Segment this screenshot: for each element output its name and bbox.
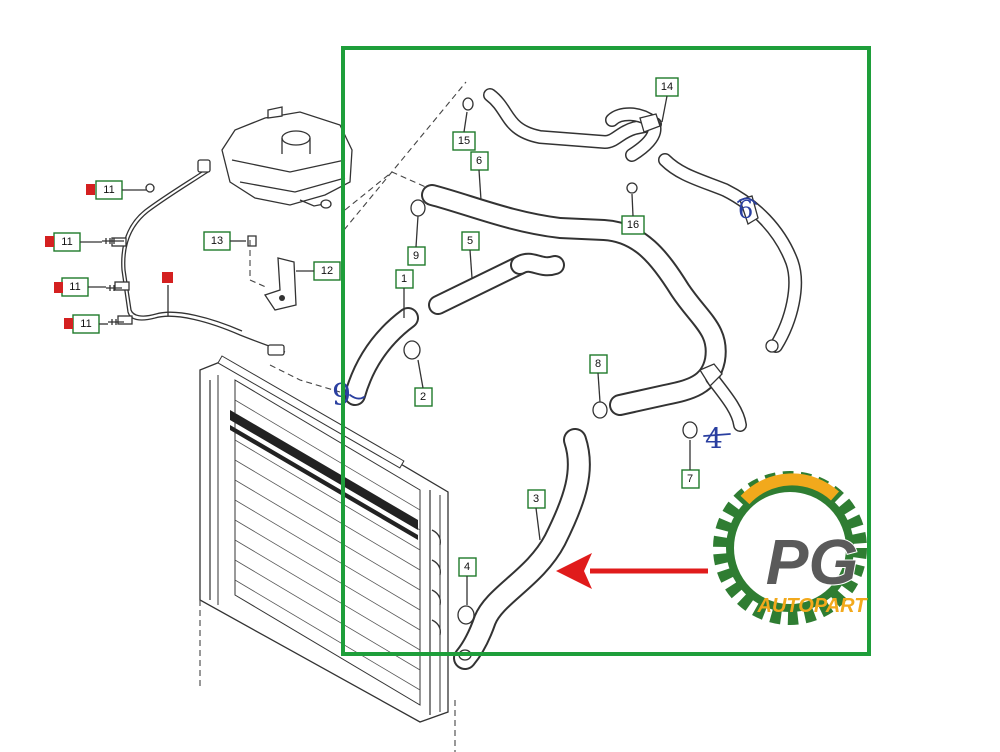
callout-2: 2 bbox=[414, 387, 433, 407]
overflow-pipe bbox=[111, 159, 286, 356]
logo-initials: PG bbox=[766, 526, 858, 598]
callout-2-text: 2 bbox=[420, 391, 426, 403]
logo-name: AUTOPART bbox=[757, 595, 869, 617]
callout-4: 4 bbox=[458, 557, 477, 577]
callout-3: 3 bbox=[527, 489, 546, 509]
callout-14: 14 bbox=[655, 77, 679, 97]
red-markers bbox=[45, 184, 173, 329]
callout-15: 15 bbox=[452, 131, 476, 151]
callout-11c: 11 bbox=[61, 277, 89, 297]
callout-12-text: 12 bbox=[321, 265, 333, 277]
callout-6-text: 6 bbox=[476, 155, 482, 167]
callout-1-text: 1 bbox=[401, 273, 407, 285]
callout-12: 12 bbox=[313, 261, 341, 281]
expansion-tank bbox=[221, 106, 353, 209]
callout-5-text: 5 bbox=[467, 235, 473, 247]
callout-11c-text: 11 bbox=[69, 281, 80, 293]
callout-11a-text: 11 bbox=[103, 184, 114, 196]
highlight-frame bbox=[341, 46, 871, 656]
marker-pipe bbox=[162, 272, 173, 283]
pointer-arrow bbox=[556, 553, 708, 589]
callout-7-text: 7 bbox=[687, 473, 693, 485]
marker-11b bbox=[45, 236, 54, 247]
hand-note-6: 6 bbox=[738, 196, 753, 224]
callout-6: 6 bbox=[470, 151, 489, 171]
pg-autopart-logo: PG AUTOPART bbox=[713, 471, 869, 625]
radiator bbox=[199, 355, 456, 752]
callout-11d-text: 11 bbox=[80, 318, 91, 330]
marker-11d bbox=[64, 318, 73, 329]
marker-11c bbox=[54, 282, 63, 293]
callout-14-text: 14 bbox=[661, 81, 673, 93]
callout-5: 5 bbox=[461, 231, 480, 251]
callout-9: 9 bbox=[407, 246, 426, 266]
callout-13: 13 bbox=[203, 231, 231, 251]
callout-16: 16 bbox=[621, 215, 645, 235]
callout-15-text: 15 bbox=[458, 135, 470, 147]
bracket bbox=[263, 257, 297, 311]
callout-7: 7 bbox=[681, 469, 700, 489]
callout-1: 1 bbox=[395, 269, 414, 289]
callout-11a: 11 bbox=[95, 180, 123, 200]
marker-11a bbox=[86, 184, 95, 195]
leader-lines bbox=[167, 81, 501, 393]
callout-11d: 11 bbox=[72, 314, 100, 334]
gear-icon bbox=[713, 471, 867, 625]
callout-9-text: 9 bbox=[413, 250, 419, 262]
callout-11b: 11 bbox=[53, 232, 81, 252]
hand-note-4: 4 bbox=[705, 422, 723, 455]
callout-8: 8 bbox=[589, 354, 608, 374]
callout-3-text: 3 bbox=[533, 493, 539, 505]
callout-16-text: 16 bbox=[627, 219, 639, 231]
callout-labels: 1 2 3 4 5 6 7 8 9 11 11 11 11 12 13 14 1… bbox=[53, 77, 700, 605]
callout-8-text: 8 bbox=[595, 358, 601, 370]
callout-11b-text: 11 bbox=[61, 236, 72, 248]
callout-4-text: 4 bbox=[464, 561, 470, 573]
callout-13-text: 13 bbox=[211, 235, 223, 247]
